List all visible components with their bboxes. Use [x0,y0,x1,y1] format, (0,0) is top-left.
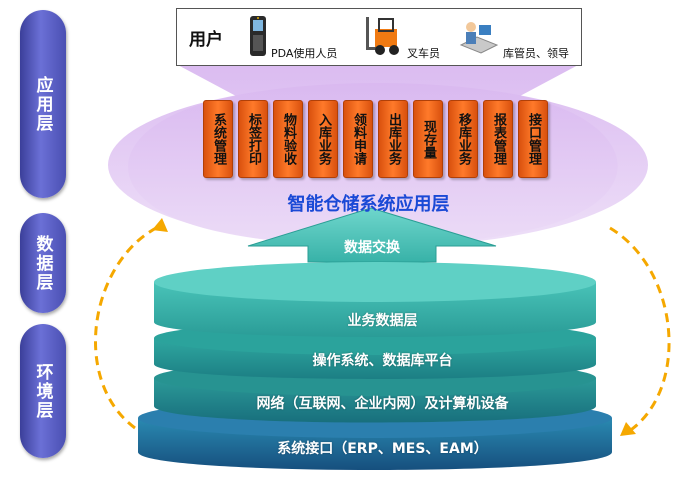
module-system-mgmt: 系统管理 [203,100,233,178]
user-label-pda: PDA使用人员 [271,47,338,60]
user-label-manager: 库管员、领导 [503,47,569,60]
app-layer-title: 智能仓储系统应用层 [287,194,450,215]
left-dashed-arrowhead [152,218,168,232]
module-stock: 现存量 [413,100,443,178]
right-dashed-arrow [609,226,671,434]
layer-label: 环境层 [32,362,53,420]
layer-pill-data: 数据层 [20,213,66,313]
module-reports: 报表管理 [483,100,513,178]
module-label: 领料申请 [351,113,366,165]
stack-label-network: 网络（互联网、企业内网）及计算机设备 [256,396,509,412]
exchange-label: 数据交换 [344,240,400,256]
module-label: 移库业务 [456,113,471,165]
user-box-title: 用户 [189,30,223,50]
module-requisition: 领料申请 [343,100,373,178]
module-label: 物料验收 [281,113,296,165]
stack-label-interface: 系统接口（ERP、MES、EAM） [277,441,488,457]
forklift-icon [366,17,399,55]
stack-label-os: 操作系统、数据库平台 [312,353,453,369]
module-inbound: 入库业务 [308,100,338,178]
exchange-arrow [247,207,497,263]
layer-label: 应用层 [32,75,53,133]
module-label-print: 标签打印 [238,100,268,178]
right-dashed-arrowhead [620,422,636,436]
pda-icon [250,16,266,56]
layer-label: 数据层 [32,234,53,292]
module-material-inspection: 物料验收 [273,100,303,178]
module-label: 标签打印 [246,113,261,165]
module-label: 出库业务 [386,113,401,165]
module-label: 系统管理 [211,113,226,165]
left-dashed-arrow [93,224,161,430]
module-interface: 接口管理 [518,100,548,178]
cylinder-top [154,262,596,302]
module-row: 系统管理 标签打印 物料验收 入库业务 领料申请 出库业务 现存量 移库业务 报… [203,100,548,180]
module-label: 报表管理 [491,113,506,165]
module-label: 入库业务 [316,113,331,165]
layer-pill-environment: 环境层 [20,324,66,458]
module-label: 接口管理 [526,113,541,165]
stack-label-business: 业务数据层 [347,313,418,329]
manager-icon [459,22,499,54]
user-box: 用户 PDA使用人员 叉车员 库管员、领导 [176,8,582,66]
module-label: 现存量 [421,119,436,159]
module-outbound: 出库业务 [378,100,408,178]
layer-pill-application: 应用层 [20,10,66,198]
module-transfer: 移库业务 [448,100,478,178]
user-label-forklift: 叉车员 [407,47,440,60]
